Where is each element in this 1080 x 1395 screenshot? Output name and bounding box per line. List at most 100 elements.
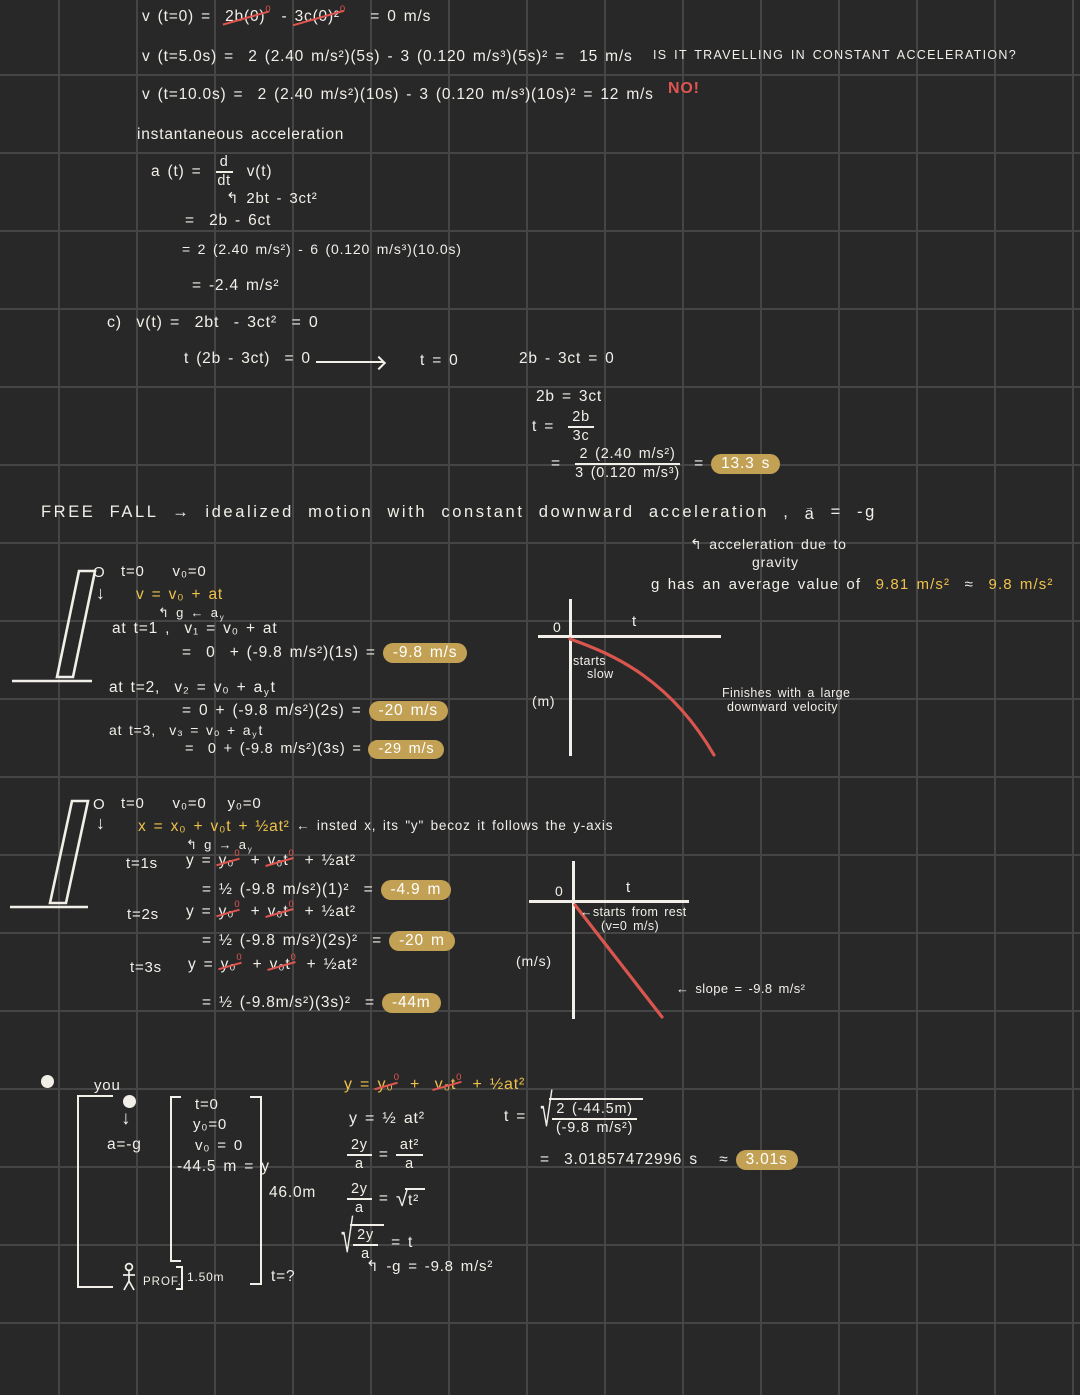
subscript-y: y bbox=[252, 729, 258, 740]
fraction-numerator: 2 (2.40 m/s²) bbox=[575, 446, 680, 466]
eq-text: a bbox=[804, 505, 817, 524]
accel-step2: = 2 (2.40 m/s²) - 6 (0.120 m/s³)(10.0s) bbox=[182, 241, 462, 257]
highlighted-result: 3.01s bbox=[735, 1150, 798, 1170]
fraction-numerator: at² bbox=[395, 1137, 424, 1157]
graph1-note-finishes-2: downward velocity bbox=[727, 700, 838, 714]
eq-text: = 3.01857472996 s ≈ bbox=[540, 1151, 736, 1168]
accel-result: = -2.4 m/s² bbox=[192, 277, 280, 294]
zero-superscript: 0 bbox=[236, 952, 243, 963]
graph2-origin-label: 0 bbox=[555, 883, 564, 899]
freefall-definition: idealized motion with constant downward … bbox=[205, 503, 805, 521]
drop1-row1: at t=1 , v₁ = v₀ + at bbox=[112, 620, 278, 637]
fraction-numerator: 2b bbox=[568, 409, 594, 429]
eq-text: = 0 + (-9.8 m/s²)(2s) = bbox=[182, 702, 369, 719]
fraction-numerator: 2y bbox=[347, 1181, 372, 1201]
highlighted-result: -4.9 m bbox=[380, 880, 452, 900]
prof-label: PROF. bbox=[143, 1276, 182, 1288]
struck-term: v₀t bbox=[434, 1076, 457, 1093]
fraction-denominator: 3 (0.120 m/s³) bbox=[575, 465, 680, 482]
conditions-bracket bbox=[170, 1096, 181, 1262]
fraction-denominator: 3c bbox=[572, 428, 590, 445]
eq-text: ↰ g → a bbox=[186, 837, 247, 852]
g-average-line: g has an average value of 9.81 m/s² ≈ 9.… bbox=[651, 576, 1053, 593]
zero-superscript: 0 bbox=[290, 952, 297, 963]
constant-accel-question: IS IT TRAVELLING IN CONSTANT ACCELERATIO… bbox=[653, 48, 1017, 62]
struck-term: y₀ bbox=[218, 852, 235, 869]
eq-text: = ½ (-9.8 m/s²)(2s)² = bbox=[202, 932, 390, 949]
zero-superscript: 0 bbox=[393, 1072, 400, 1083]
total-height-label: 46.0m bbox=[269, 1184, 317, 1201]
down-arrow-icon: ↓ bbox=[96, 813, 106, 833]
case-2b3ct: 2b - 3ct = 0 bbox=[519, 350, 615, 367]
part-c-equation: c) v(t) = 2bt - 3ct² = 0 bbox=[107, 314, 319, 331]
case-t0: t = 0 bbox=[420, 352, 459, 369]
drop2-calc-row2: = ½ (-9.8 m/s²)(2s)² = -20 m bbox=[202, 931, 455, 951]
solution-fraction: 2 (-44.5m)(-9.8 m/s²) bbox=[552, 1101, 637, 1137]
condition-y0: y₀=0 bbox=[193, 1116, 228, 1133]
eq-text: = t bbox=[383, 1234, 414, 1252]
eq-text: = bbox=[679, 455, 712, 473]
zero-superscript: 0 bbox=[456, 1072, 463, 1083]
graph1-note-slow: slow bbox=[587, 667, 614, 681]
prof-height-bracket bbox=[176, 1266, 183, 1290]
ball-dot bbox=[123, 1095, 136, 1108]
fraction-denominator: dt bbox=[217, 173, 231, 190]
radical-sign: √ bbox=[395, 1185, 410, 1211]
velocity-t10-line: v (t=10.0s) = 2 (2.40 m/s²)(10s) - 3 (0.… bbox=[142, 86, 654, 103]
eq-text: + bbox=[243, 903, 268, 920]
subscript-y: y bbox=[264, 686, 270, 698]
eq-text: = bbox=[371, 1190, 396, 1208]
vt-substitution-note: ↰ 2bt - 3ct² bbox=[226, 190, 318, 207]
struck-term: v₀t bbox=[269, 956, 291, 973]
drop2-calc-row3: = ½ (-9.8m/s²)(3s)² = -44m bbox=[202, 993, 441, 1013]
answer-no: NO! bbox=[668, 80, 700, 97]
drop1-conditions: t=0 v₀=0 bbox=[121, 563, 207, 580]
g-value-rounded: 9.8 m/s² bbox=[988, 576, 1054, 593]
prof-height-label: 1.50m bbox=[187, 1270, 225, 1284]
graph1-curve bbox=[568, 637, 716, 757]
velocity-kinematic-eq: v = v₀ + at bbox=[136, 586, 223, 603]
graph2-y-axis bbox=[572, 861, 575, 1019]
instantaneous-title: instantaneous acceleration bbox=[137, 126, 345, 143]
eq-text: = bbox=[551, 455, 576, 473]
graph1-y-axis bbox=[569, 599, 572, 756]
numeric-fraction: 2 (2.40 m/s²)3 (0.120 m/s³) bbox=[575, 446, 680, 482]
ball-origin-label: O bbox=[93, 796, 106, 813]
bullet-dot bbox=[41, 1075, 54, 1088]
eq-text: g has an average value of bbox=[651, 576, 876, 593]
fraction-denominator: a bbox=[355, 1200, 364, 1217]
struck-term: 2b(0) bbox=[225, 8, 266, 25]
eq-text: = 0 + (-9.8 m/s²)(3s) = bbox=[185, 741, 369, 757]
freefall-label: FREE FALL bbox=[41, 503, 173, 521]
t-solution-expression: t = √2 (-44.5m)(-9.8 m/s²) bbox=[504, 1087, 643, 1137]
graph2-note-rest-2: (v=0 m/s) bbox=[601, 919, 660, 933]
eq-text: t = bbox=[532, 418, 569, 436]
fraction-denominator: (-9.8 m/s²) bbox=[556, 1120, 634, 1137]
highlighted-result: 13.3 s bbox=[711, 454, 781, 475]
eq-text: y = bbox=[186, 903, 219, 920]
graph1-note-starts: starts bbox=[573, 654, 606, 668]
graph1-x-axis bbox=[538, 635, 721, 638]
building-bracket bbox=[77, 1095, 113, 1288]
graph2-slope-note: ← slope = -9.8 m/s² bbox=[676, 981, 806, 996]
graph1-x-label: t bbox=[632, 613, 637, 630]
eq-text: t = bbox=[504, 1108, 541, 1126]
struck-term: 3c(0)² bbox=[294, 8, 340, 25]
vector-a: →a bbox=[804, 503, 817, 524]
zero-superscript: 0 bbox=[234, 848, 241, 859]
fraction-denominator: a bbox=[361, 1246, 370, 1263]
zero-superscript: 0 bbox=[288, 899, 295, 910]
eq-text: = 0 + (-9.8 m/s²)(1s) = bbox=[182, 644, 383, 661]
condition-t0: t=0 bbox=[195, 1096, 219, 1113]
eq-text: v (t=0) = bbox=[142, 8, 226, 25]
approx-sign: ≈ bbox=[950, 576, 989, 593]
factored-equation: t (2b - 3ct) = 0 bbox=[184, 350, 311, 367]
